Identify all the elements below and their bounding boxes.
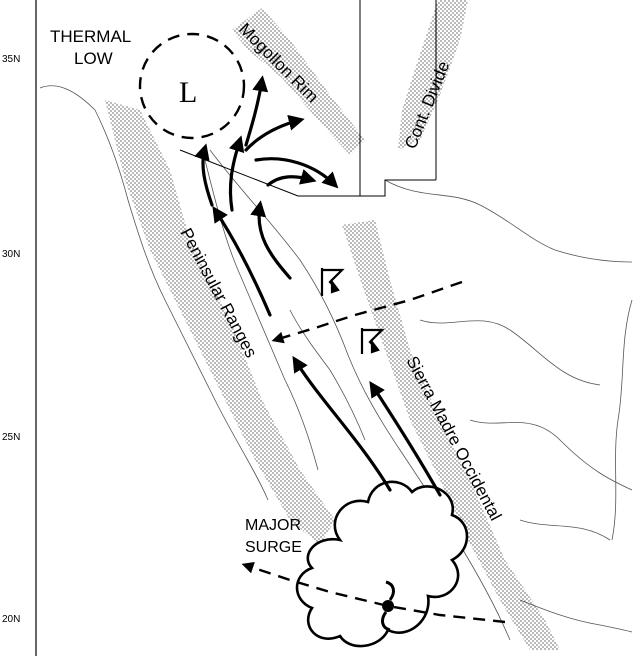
gulf-inner-coast — [289, 309, 366, 441]
peninsular-ranges-band — [105, 100, 335, 545]
baja-west-coast — [39, 85, 269, 501]
flow-arrow-1 — [292, 355, 392, 492]
flow-arrow-8 — [244, 114, 305, 152]
flow-arrow-6 — [228, 135, 245, 212]
hurricane-symbol — [381, 580, 395, 632]
lat-label-30: 30N — [2, 249, 20, 260]
southern-coast — [519, 599, 633, 633]
wind-barb-upper — [320, 268, 345, 296]
flow-arrow-2 — [369, 380, 442, 497]
major-surge-label-line1: MAJOR — [245, 517, 301, 534]
upper-trough-dashed-line — [271, 280, 463, 344]
thermal-low-label-line1: THERMAL — [50, 27, 131, 46]
mogollon-rim-range — [232, 8, 365, 155]
lat-label-35: 35N — [2, 54, 20, 65]
lat-label-20: 20N — [2, 614, 20, 625]
right-edge-coast — [611, 299, 633, 541]
cont-divide-range — [398, 0, 468, 150]
surge-dashed-line — [241, 561, 506, 624]
mainland-coast — [209, 149, 511, 641]
flow-arrow-10 — [266, 169, 317, 187]
us-mexico-border — [179, 149, 436, 197]
thermal-low-label-line2: LOW — [74, 49, 113, 68]
storm-cloud — [295, 480, 469, 648]
mexico-state-lines — [419, 319, 633, 541]
lat-label-25: 25N — [2, 432, 20, 443]
wind-barb-lower — [360, 328, 385, 354]
east-mainland-outline — [384, 179, 633, 263]
flow-arrow-3 — [212, 206, 272, 317]
thermal-low-circle — [138, 32, 246, 140]
flow-arrow-7 — [244, 75, 269, 147]
sierra-madre-band — [342, 220, 560, 650]
flow-arrow-4 — [250, 200, 292, 280]
flow-arrow-9 — [254, 157, 339, 189]
major-surge-label-line2: SURGE — [245, 539, 302, 556]
low-symbol: L — [179, 76, 197, 109]
flow-arrow-5 — [194, 143, 214, 207]
